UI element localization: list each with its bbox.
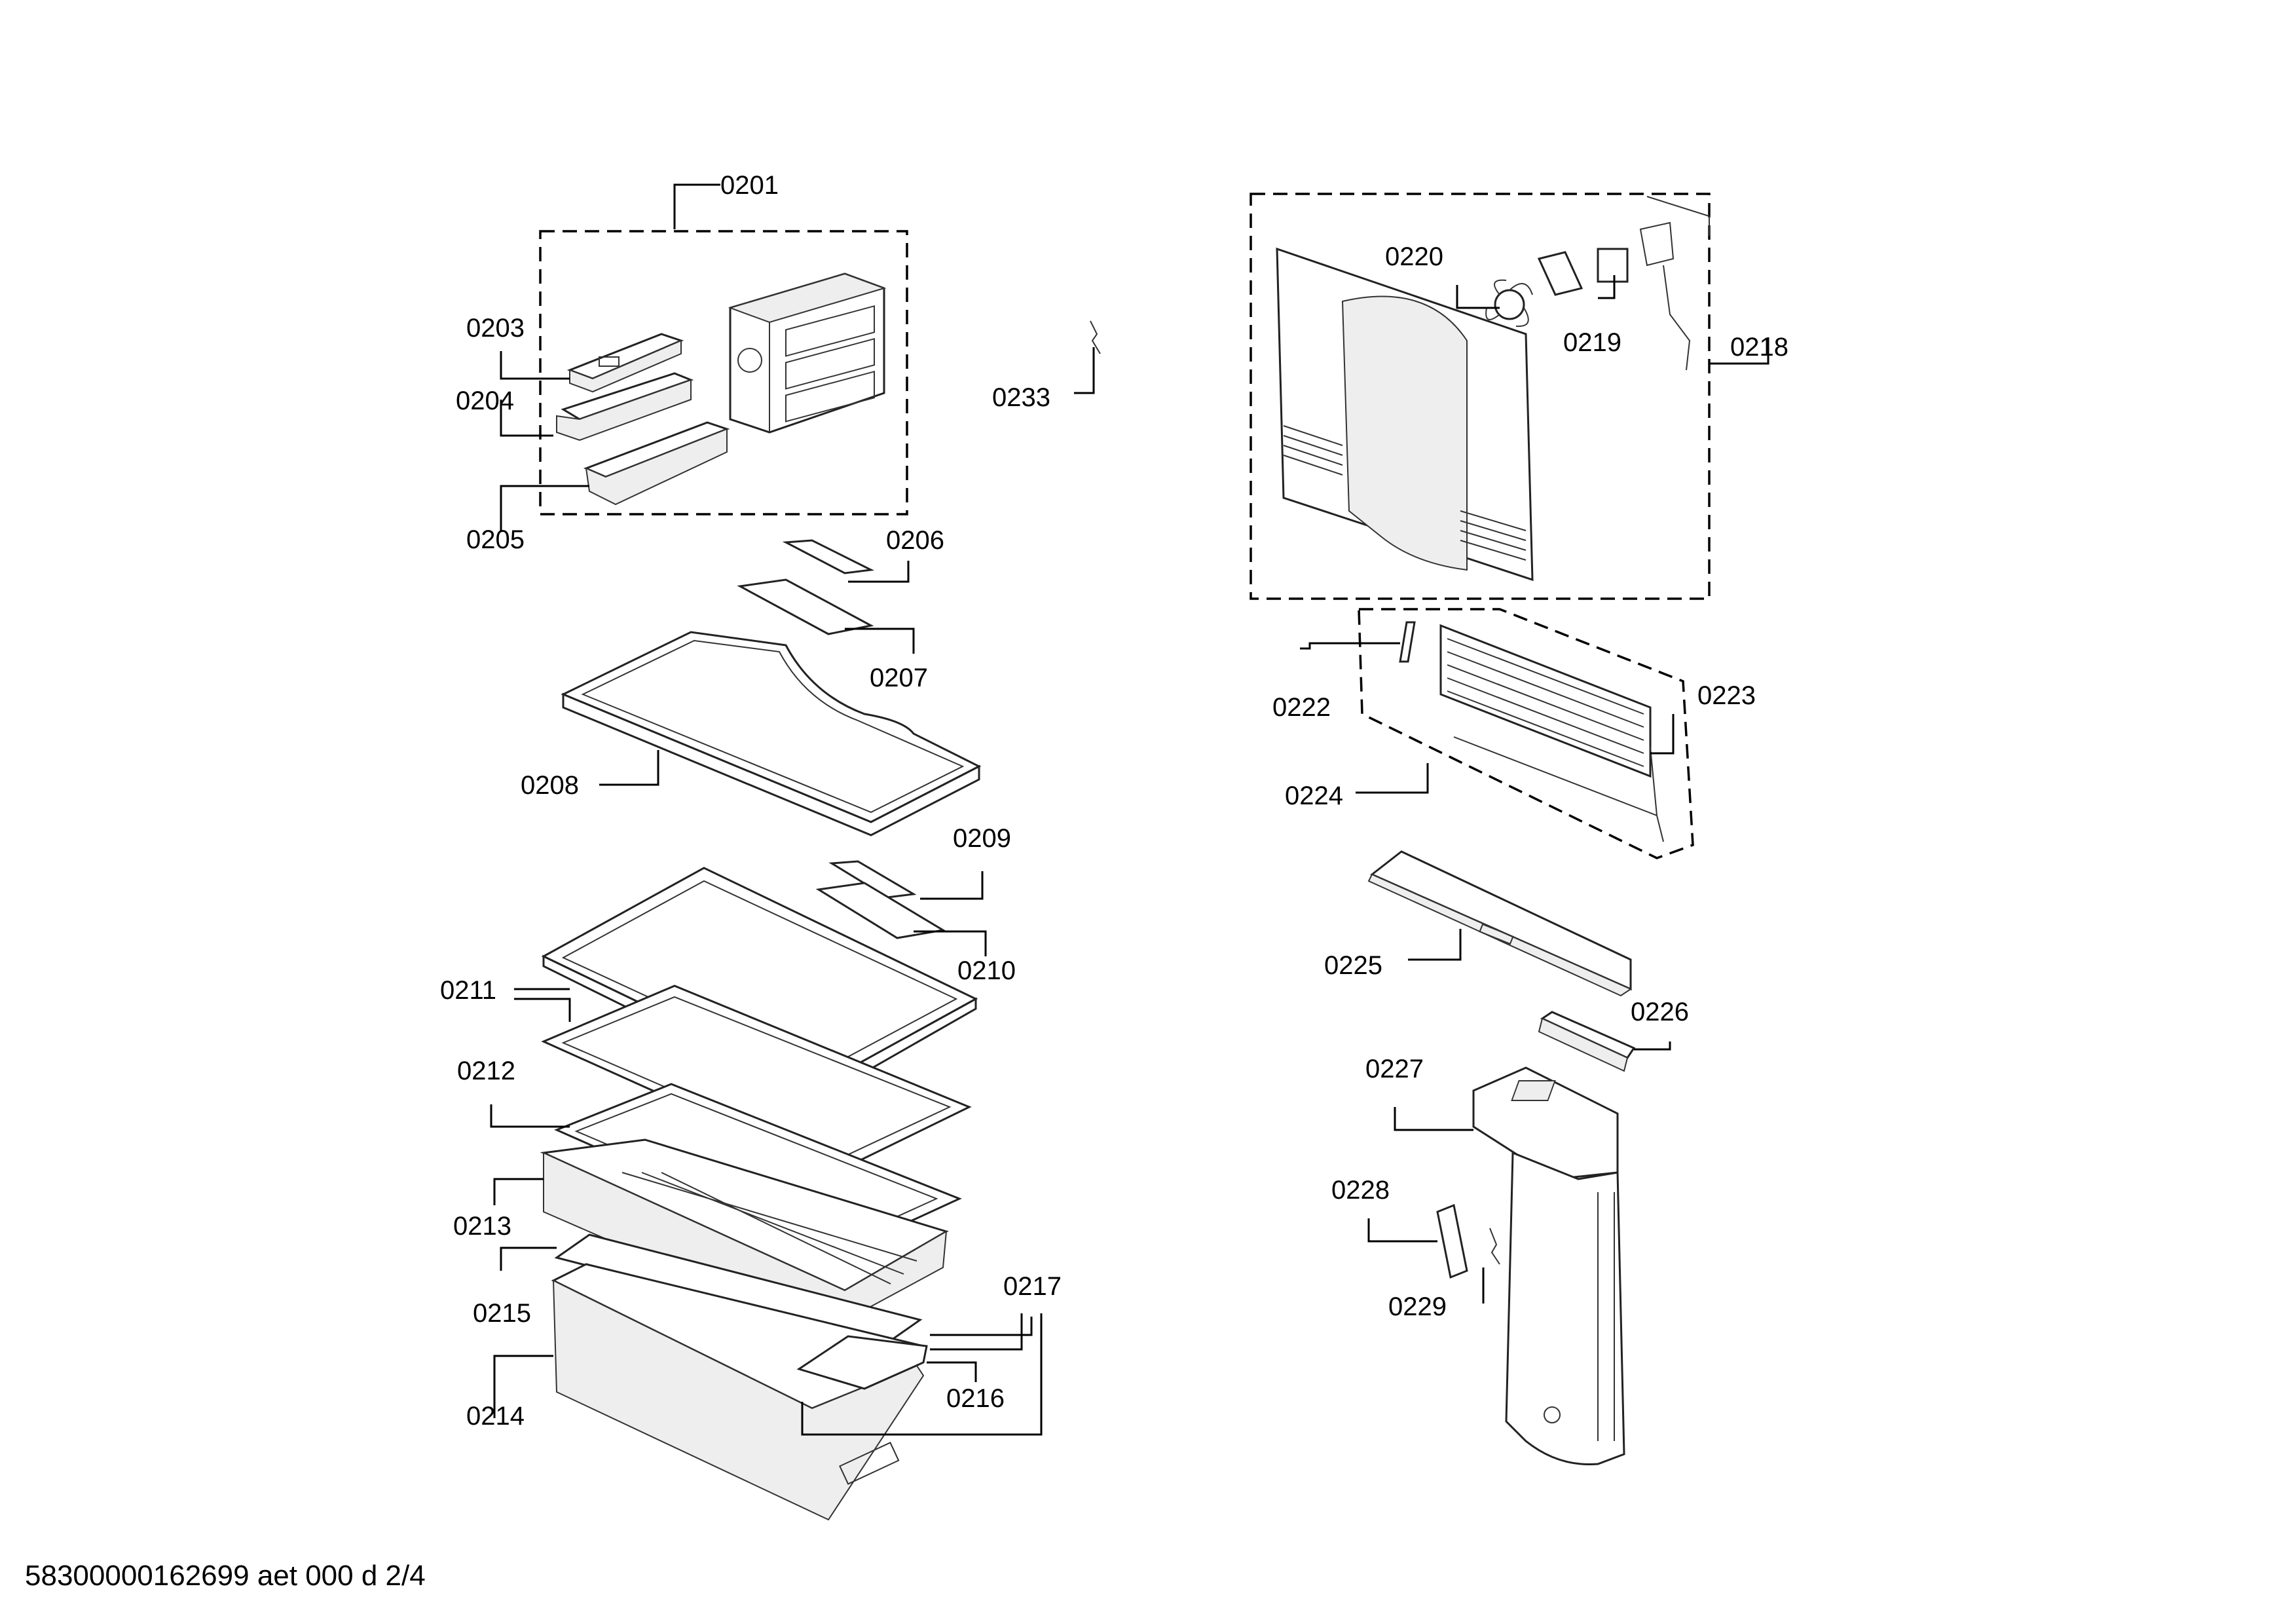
tray-0204-drawing (556, 372, 694, 441)
cover-0216-drawing (796, 1335, 928, 1390)
label-0209: 0209 (953, 824, 1011, 853)
label-0215: 0215 (473, 1299, 531, 1328)
drain-tray-0225-drawing (1367, 850, 1633, 997)
label-0218: 0218 (1730, 333, 1788, 362)
fan-motor-0219-drawing (1537, 196, 1710, 371)
tray-0205-drawing (583, 421, 730, 506)
fan-0220-drawing (1485, 279, 1533, 328)
document-footer: 58300000162699 aet 000 d 2/4 (25, 1560, 426, 1592)
label-0201: 0201 (720, 171, 779, 200)
cover-0228-drawing (1436, 1203, 1468, 1279)
label-0214: 0214 (466, 1402, 525, 1431)
label-0222: 0222 (1272, 693, 1331, 722)
label-0205: 0205 (466, 525, 525, 554)
label-0225: 0225 (1324, 951, 1382, 980)
label-0208: 0208 (521, 771, 579, 800)
label-0229: 0229 (1388, 1292, 1447, 1321)
clip-0229-drawing (1489, 1228, 1500, 1265)
clip-0233-drawing (1090, 320, 1101, 354)
air-duct-0227-drawing (1472, 1066, 1625, 1466)
label-0213: 0213 (453, 1212, 511, 1241)
label-0211: 0211 (440, 976, 496, 1005)
label-0207: 0207 (870, 664, 928, 692)
cover-0210-drawing (815, 882, 946, 939)
label-0210: 0210 (957, 956, 1016, 985)
label-0206: 0206 (886, 526, 944, 555)
ice-box-drawing (728, 272, 887, 434)
cover-0207-drawing (737, 578, 874, 635)
assembly-0218-box (1250, 193, 1711, 600)
rear-panel-0218-drawing (1276, 247, 1534, 582)
assembly-0201-box (539, 230, 908, 516)
label-0219: 0219 (1563, 328, 1621, 357)
label-0224: 0224 (1285, 781, 1343, 810)
evaporator-box (1358, 608, 1694, 859)
bracket-0206-drawing (782, 539, 875, 574)
label-0217: 0217 (1003, 1272, 1062, 1301)
label-0223: 0223 (1697, 681, 1756, 710)
label-0226: 0226 (1631, 998, 1689, 1026)
label-0227: 0227 (1365, 1055, 1424, 1083)
sensor-0222-drawing (1399, 621, 1416, 663)
label-0228: 0228 (1331, 1176, 1390, 1205)
label-0216: 0216 (946, 1384, 1005, 1413)
label-0204: 0204 (456, 386, 514, 415)
label-0220: 0220 (1385, 242, 1443, 271)
shelf-0208-drawing (561, 631, 982, 836)
leader-lines (490, 183, 1769, 1436)
label-0203: 0203 (466, 314, 525, 343)
label-0212: 0212 (457, 1057, 515, 1085)
tray-0203-drawing (566, 333, 684, 393)
label-0233: 0233 (992, 383, 1050, 412)
evaporator-0223-drawing (1439, 624, 1664, 842)
cover-0226-side (1538, 1017, 1629, 1072)
